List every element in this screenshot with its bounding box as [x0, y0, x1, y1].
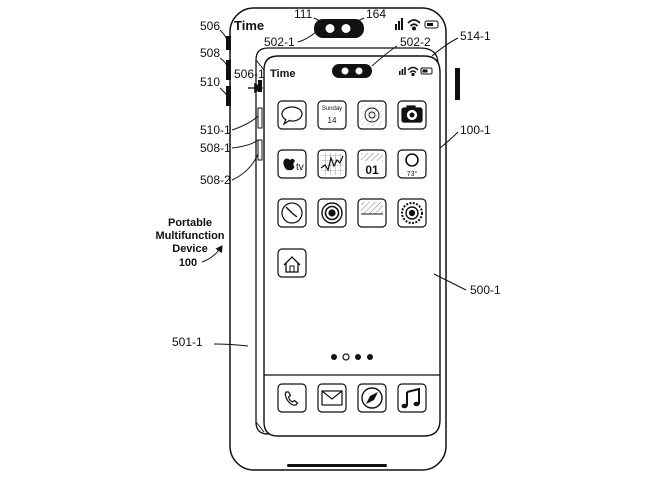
weather-icon[interactable]: 73°: [397, 149, 427, 179]
ref-506-1: 506-1: [234, 67, 265, 81]
outer-wifi-icon: [407, 19, 421, 31]
page-indicator[interactable]: [331, 353, 373, 361]
weather-temp: 73°: [407, 170, 418, 178]
outer-signal-icon: [395, 18, 403, 30]
stocks-icon[interactable]: [317, 149, 347, 179]
safari-icon[interactable]: [357, 383, 387, 413]
photos-icon[interactable]: [357, 100, 387, 130]
outer-button-508: [226, 60, 231, 80]
outer-button-510: [226, 86, 231, 106]
device-caption-line3: Device: [172, 243, 207, 255]
news-icon-text: 01: [365, 163, 379, 177]
outer-sensor-icon: [340, 23, 352, 34]
calendar-icon[interactable]: Sunday 14: [317, 100, 347, 130]
reference-labels: [201, 17, 467, 347]
home-icon[interactable]: [277, 248, 307, 278]
music-icon[interactable]: [397, 383, 427, 413]
inner-device-front: [263, 55, 441, 437]
apple-tv-text: tv: [296, 162, 304, 173]
ref-164: 164: [366, 7, 386, 21]
ref-500-1: 500-1: [470, 283, 501, 297]
inner-dynamic-island: [332, 64, 372, 78]
outer-home-indicator: [287, 464, 387, 467]
ref-514-1: 514-1: [460, 29, 491, 43]
inner-battery-icon: [420, 67, 433, 75]
inner-device: Time Sunday 14: [255, 47, 441, 437]
ref-502-1: 502-1: [264, 35, 295, 49]
apple-tv-icon[interactable]: tv: [277, 149, 307, 179]
ref-111: 111: [294, 7, 313, 21]
app-grid: Sunday 14 tv: [277, 100, 427, 278]
inner-camera-icon: [340, 66, 350, 76]
inner-status-time: Time: [270, 68, 295, 80]
ref-510-1: 510-1: [200, 123, 231, 137]
inner-button-506-1: [258, 80, 262, 92]
news-icon[interactable]: 01: [357, 149, 387, 179]
ref-100-1: 100-1: [460, 123, 491, 137]
outer-status-time: Time: [234, 18, 264, 33]
clock-icon[interactable]: [277, 198, 307, 228]
ref-508: 508: [200, 46, 220, 60]
reference-text: 506 508 510 111 164 502-1 502-2 514-1 50…: [172, 7, 501, 349]
calendar-day: 14: [328, 116, 337, 125]
ref-506: 506: [200, 19, 220, 33]
ref-508-2: 508-2: [200, 173, 231, 187]
device-caption: Portable Multifunction Device 100: [155, 217, 224, 269]
ref-501-1: 501-1: [172, 335, 203, 349]
outer-camera-icon: [324, 23, 336, 34]
ref-508-1: 508-1: [200, 141, 231, 155]
settings-icon[interactable]: [397, 198, 427, 228]
device-caption-line4: 100: [179, 257, 197, 269]
phone-icon[interactable]: [277, 383, 307, 413]
podcasts-icon[interactable]: [317, 198, 347, 228]
inner-signal-icon: [399, 67, 406, 75]
notes-icon[interactable]: [357, 198, 387, 228]
ref-502-2: 502-2: [400, 35, 431, 49]
camera-icon[interactable]: [397, 100, 427, 130]
ref-510: 510: [200, 75, 220, 89]
outer-device-body: [229, 7, 447, 471]
dock: [277, 383, 427, 413]
outer-battery-icon: [424, 20, 439, 29]
inner-sensor-icon: [354, 66, 364, 76]
device-caption-line1: Portable: [168, 217, 212, 229]
outer-device: Time: [226, 7, 460, 471]
mail-icon[interactable]: [317, 383, 347, 413]
inner-button-510-1: [257, 107, 263, 129]
outer-power-button: [455, 68, 460, 100]
outer-button-506: [226, 36, 231, 50]
messages-icon[interactable]: [277, 100, 307, 130]
calendar-weekday: Sunday: [322, 106, 342, 112]
inner-wifi-icon: [407, 66, 419, 77]
device-caption-line2: Multifunction: [155, 230, 224, 242]
inner-button-508-1: [257, 139, 263, 161]
